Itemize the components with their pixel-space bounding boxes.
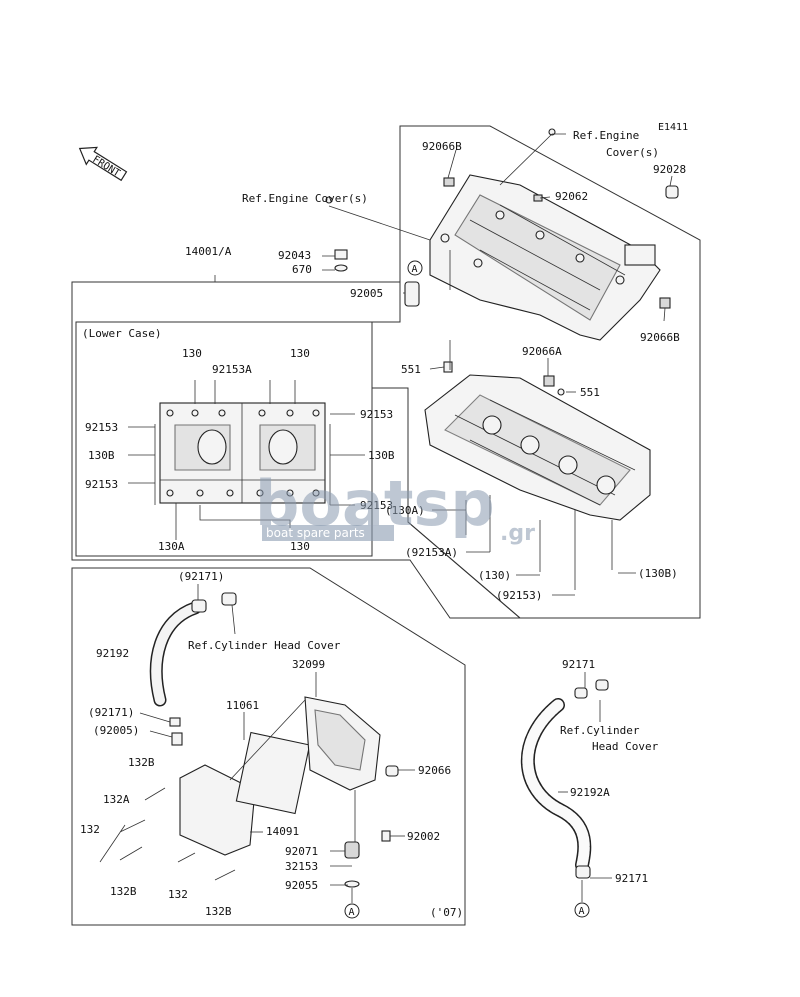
part-130A-paren: (130A) [385,504,425,517]
ref-engine-cover-top-line1: Ref.Engine [573,129,639,142]
part-92153A-paren: (92153A) [405,546,458,559]
circle-a-marker-upper: A [407,260,423,276]
part-130B-left: 130B [88,449,115,462]
part-92171-right-bottom: 92171 [615,872,648,885]
part-92062: 92062 [555,190,588,203]
part-92005: 92005 [350,287,383,300]
part-92153-right-2: 92153 [360,499,393,512]
part-92066: 92066 [418,764,451,777]
part-551-right: 551 [580,386,600,399]
year-label: ('07) [430,906,463,919]
dowel-and-seal-parts [325,128,679,396]
part-551-left: 551 [401,363,421,376]
ref-engine-cover-top-line2: Cover(s) [606,146,659,159]
part-92066A: 92066A [522,345,562,358]
part-130-bottom: 130 [290,540,310,553]
crankcase-assembly-frame [71,281,522,619]
part-670: 670 [292,263,312,276]
circle-a-marker-oilpan: A [344,903,360,919]
part-14091: 14091 [266,825,299,838]
part-14001A: 14001/A [185,245,232,258]
watermark-tld: .gr [500,521,535,546]
part-92002: 92002 [407,830,440,843]
ref-cylinder-head-cover-2-line2: Head Cover [592,740,659,753]
front-arrow-icon: FRONT [78,146,128,182]
leader-lines [128,133,673,903]
part-92192A: 92192A [570,786,610,799]
part-132A: 132A [103,793,130,806]
part-92028: 92028 [653,163,686,176]
watermark: boatsp .gr boat spare parts [255,467,535,546]
part-92153-paren: (92153) [496,589,542,602]
lower-case-label: (Lower Case) [82,327,161,340]
part-130-top-left: 130 [182,347,202,360]
part-92192: 92192 [96,647,129,660]
svg-text:A: A [579,906,585,917]
part-92071: 92071 [285,845,318,858]
lower-case-frame [75,321,373,557]
svg-text:A: A [349,907,355,918]
ref-engine-cover-left: Ref.Engine Cover(s) [242,192,368,205]
part-92153-left-1: 92153 [85,421,118,434]
breather-hoses [149,592,609,879]
part-130B-right: 130B [368,449,395,462]
watermark-sub: boat spare parts [266,526,365,540]
lower-crankcase [424,374,651,521]
part-132B-top: 132B [128,756,155,769]
part-132B-bottom: 132B [205,905,232,918]
part-92171-right-top: 92171 [562,658,595,671]
part-92153A: 92153A [212,363,252,376]
part-92171-paren-top: (92171) [178,570,224,583]
lower-case-bolts [465,495,613,590]
oil-pan-and-strainer [99,696,399,888]
part-132-left: 132 [80,823,100,836]
part-92005-paren: (92005) [93,724,139,737]
part-130A: 130A [158,540,185,553]
part-132-bottom: 132 [168,888,188,901]
oil-pan-frame [71,567,466,926]
lower-case-top-view [154,380,331,505]
part-92043: 92043 [278,249,311,262]
ref-cylinder-head-cover-1: Ref.Cylinder Head Cover [188,639,341,652]
part-92153-left-2: 92153 [85,478,118,491]
watermark-sub-bg [262,525,394,541]
part-11061: 11061 [226,699,259,712]
part-32153: 32153 [285,860,318,873]
part-130B-paren: (130B) [638,567,678,580]
part-132B-mid: 132B [110,885,137,898]
diagram-code: E1411 [658,122,688,133]
circle-a-marker-hose: A [574,902,590,918]
part-92066B-top: 92066B [422,140,462,153]
part-130-top-right: 130 [290,347,310,360]
part-92153-right-1: 92153 [360,408,393,421]
front-label: FRONT [90,154,121,179]
svg-text:A: A [412,264,418,275]
part-92055: 92055 [285,879,318,892]
ref-cylinder-head-cover-2-line1: Ref.Cylinder [560,724,640,737]
part-130-paren: (130) [478,569,511,582]
part-92171-paren-mid: (92171) [88,706,134,719]
part-92066B-right: 92066B [640,331,680,344]
part-32099: 32099 [292,658,325,671]
upper-crankcase [429,174,661,341]
